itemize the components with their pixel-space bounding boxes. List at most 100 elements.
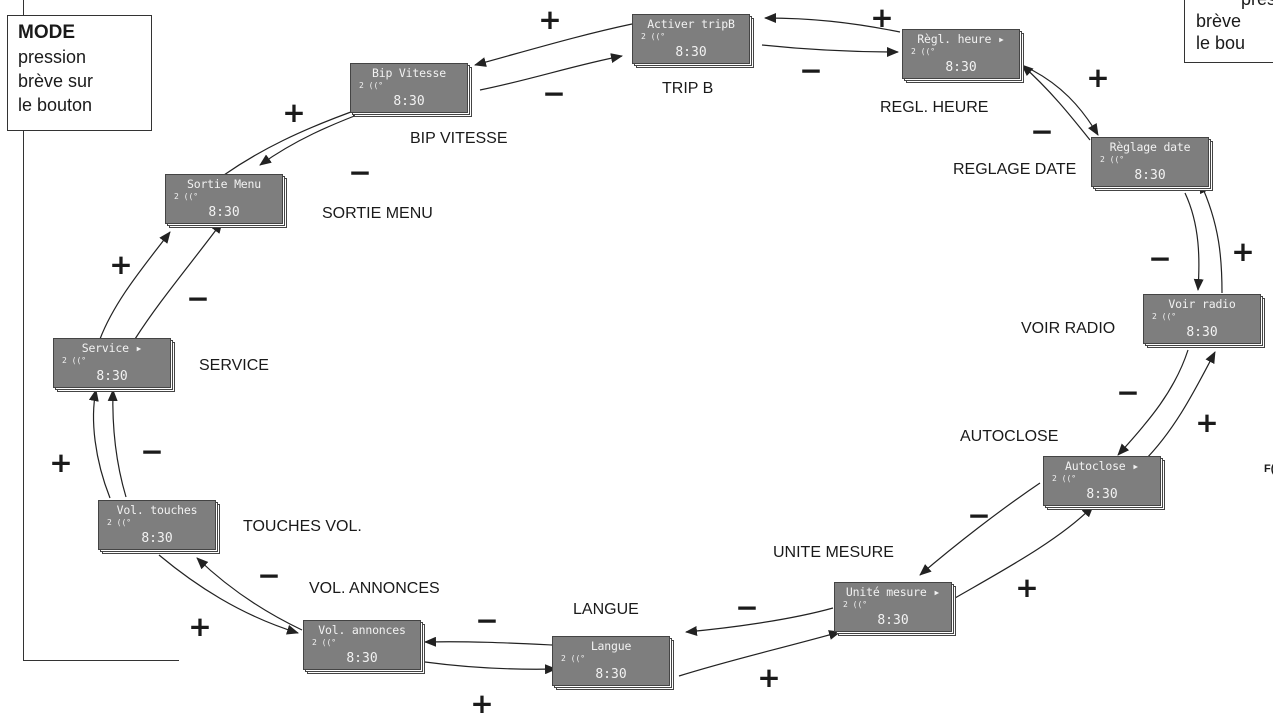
transition-arrow <box>954 505 1094 599</box>
clock: 8:30 <box>141 531 173 546</box>
label-vol-annonces: VOL. ANNONCES <box>309 580 440 597</box>
clock: 8:30 <box>675 45 707 60</box>
minus-sign: − <box>186 282 210 315</box>
status-icons: 2 ((° <box>359 81 384 90</box>
transition-arrow <box>1184 192 1204 291</box>
screen-text: Service ▸ <box>81 341 143 355</box>
plus-sign: + <box>757 661 781 694</box>
clock: 8:30 <box>1186 325 1218 340</box>
label-regl-heure: REGL. HEURE <box>880 99 989 116</box>
mode-instruction-box: MODE pression brève sur le bouton <box>7 15 152 131</box>
transition-arrow <box>479 53 623 91</box>
transition-arrow <box>223 106 363 176</box>
status-icons: 2 ((° <box>843 600 868 609</box>
transition-arrow <box>196 557 303 631</box>
lcd-display: Voir radio 2 ((° 8:30 <box>1143 294 1261 344</box>
screen-text: Langue <box>590 639 632 653</box>
status-icons: 2 ((° <box>107 518 132 527</box>
transition-arrow <box>1031 69 1099 136</box>
transition-arrow <box>424 661 557 675</box>
corner-line-2: brève <box>1196 11 1242 31</box>
label-touches-vol: TOUCHES VOL. <box>243 518 362 535</box>
lcd-display: Autoclose ▸ 2 ((° 8:30 <box>1043 456 1161 506</box>
screen-autoclose: Autoclose ▸ 2 ((° 8:30 <box>1043 456 1165 510</box>
screen-text: Vol. annonces <box>318 623 406 637</box>
clock: 8:30 <box>208 205 240 220</box>
label-unite-mesure: UNITE MESURE <box>773 544 894 561</box>
screen-text: Bip Vitesse <box>372 66 446 80</box>
transition-arrow <box>474 23 633 67</box>
status-icons: 2 ((° <box>312 638 337 647</box>
clock: 8:30 <box>1134 168 1166 183</box>
screen-langue: Langue 2 ((° 8:30 <box>552 636 674 690</box>
screen-unite-mesure: Unité mesure ▸ 2 ((° 8:30 <box>834 582 956 636</box>
screen-activer-trip-b: Activer tripB 2 ((° 8:30 <box>632 14 754 68</box>
transition-arrow <box>107 389 127 498</box>
transition-arrow <box>1117 349 1189 456</box>
screen-text: Activer tripB <box>647 17 735 31</box>
screen-service: Service ▸ 2 ((° 8:30 <box>53 338 175 392</box>
lcd-display: Langue 2 ((° 8:30 <box>552 636 670 686</box>
minus-sign: − <box>735 591 759 624</box>
clock: 8:30 <box>877 613 909 628</box>
transition-arrow <box>99 231 171 340</box>
label-service: SERVICE <box>199 357 269 374</box>
clock: 8:30 <box>945 60 977 75</box>
plus-sign: + <box>538 3 562 36</box>
plus-sign: + <box>109 248 133 281</box>
status-icons: 2 ((° <box>561 654 586 663</box>
plus-sign: + <box>470 687 494 720</box>
screen-bip-vitesse: Bip Vitesse 2 ((° 8:30 <box>350 63 472 117</box>
minus-sign: − <box>1116 376 1140 409</box>
label-reglage-date: REGLAGE DATE <box>953 161 1077 178</box>
transition-arrow <box>919 482 1041 576</box>
mode-title: MODE <box>18 22 75 43</box>
clock: 8:30 <box>346 651 378 666</box>
transition-arrow <box>678 630 841 677</box>
corner-instruction-box: press brève le bou <box>1184 0 1273 63</box>
clock: 8:30 <box>96 369 128 384</box>
clock: 8:30 <box>1086 487 1118 502</box>
minus-sign: − <box>140 435 164 468</box>
transition-arrow <box>1142 351 1216 463</box>
corner-line-3: le bou <box>1196 33 1246 53</box>
label-trip-b: TRIP B <box>662 80 714 97</box>
screen-text: Sortie Menu <box>187 177 261 191</box>
lcd-display: Activer tripB 2 ((° 8:30 <box>632 14 750 64</box>
lcd-display: Vol. touches 2 ((° 8:30 <box>98 500 216 550</box>
status-icons: 2 ((° <box>1100 155 1125 164</box>
plus-sign: + <box>188 610 212 643</box>
plus-sign: + <box>1231 235 1255 268</box>
transition-arrow <box>424 636 553 647</box>
clock: 8:30 <box>393 94 425 109</box>
screen-sortie-menu: Sortie Menu 2 ((° 8:30 <box>165 174 287 228</box>
transition-arrow <box>88 389 111 499</box>
screen-text: Règl. heure ▸ <box>917 32 1005 46</box>
screen-text: Autoclose ▸ <box>1065 459 1139 473</box>
screen-regl-heure: Règl. heure ▸ 2 ((° 8:30 <box>902 29 1024 83</box>
label-langue: LANGUE <box>573 601 639 618</box>
lcd-display: Règl. heure ▸ 2 ((° 8:30 <box>902 29 1020 79</box>
transition-arrow <box>1199 181 1223 294</box>
screen-text: Vol. touches <box>116 503 198 517</box>
status-icons: 2 ((° <box>1052 474 1077 483</box>
label-sortie-menu: SORTIE MENU <box>322 205 433 222</box>
lcd-display: Unité mesure ▸ 2 ((° 8:30 <box>834 582 952 632</box>
cropped-text: F( <box>1264 463 1273 475</box>
screen-vol-touches: Vol. touches 2 ((° 8:30 <box>98 500 220 554</box>
corner-line-1: press <box>1241 0 1273 10</box>
screen-reglage-date: Règlage date 2 ((° 8:30 <box>1091 137 1213 191</box>
plus-sign: + <box>1195 406 1219 439</box>
plus-sign: + <box>870 1 894 34</box>
screen-text: Voir radio <box>1168 297 1236 311</box>
status-icons: 2 ((° <box>641 32 666 41</box>
lcd-display: Bip Vitesse 2 ((° 8:30 <box>350 63 468 113</box>
minus-sign: − <box>799 54 823 87</box>
plus-sign: + <box>49 446 73 479</box>
minus-sign: − <box>1148 242 1172 275</box>
label-bip-vitesse: BIP VITESSE <box>410 130 508 147</box>
status-icons: 2 ((° <box>62 356 87 365</box>
label-autoclose: AUTOCLOSE <box>960 428 1059 445</box>
left-frame <box>23 0 179 661</box>
